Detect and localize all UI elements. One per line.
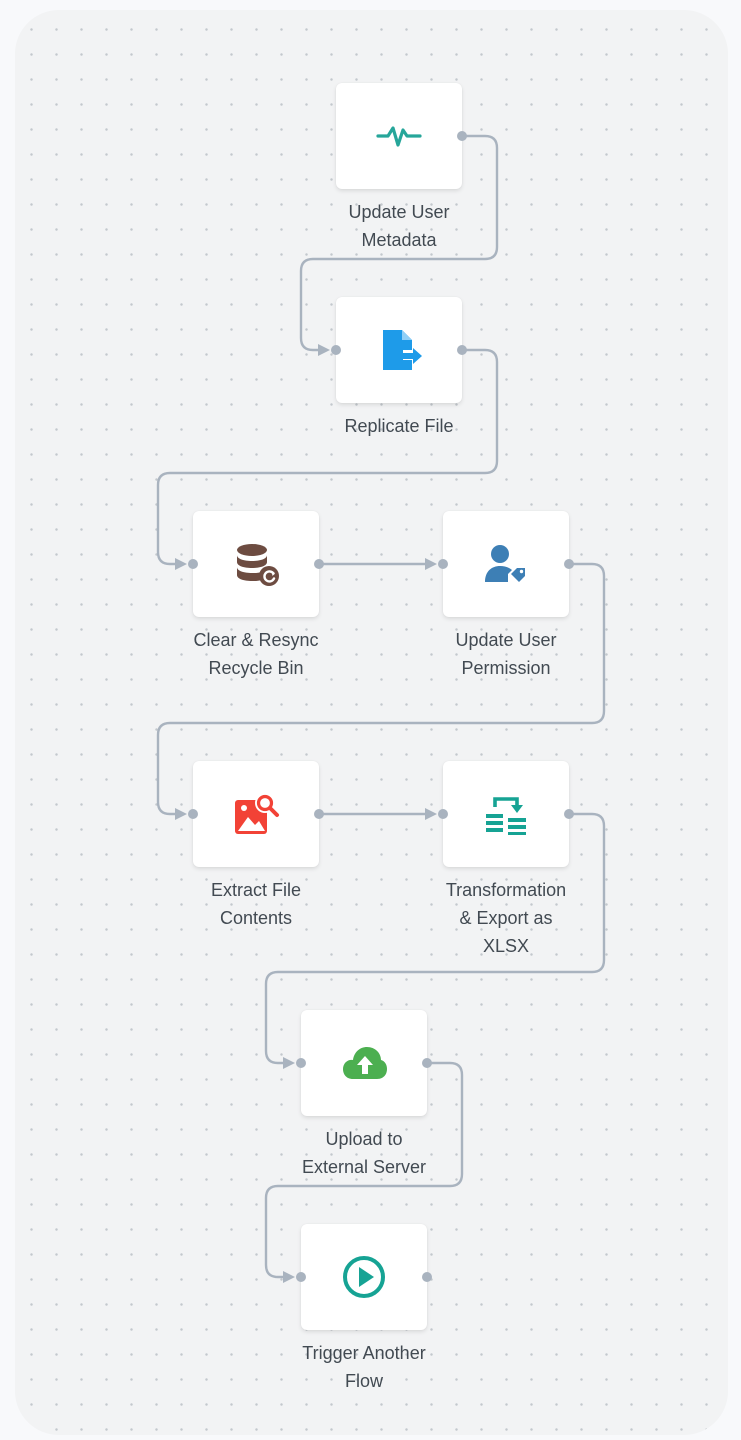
connector-replicate-file-to-clear-resync-recycle-bin[interactable] — [156, 348, 499, 566]
arrowhead-icon — [425, 558, 437, 570]
node-trigger-another-flow[interactable] — [296, 1224, 432, 1330]
arrowhead-icon — [175, 808, 187, 820]
node-replicate-file[interactable] — [331, 297, 467, 403]
database-sync-icon — [237, 544, 279, 586]
input-port[interactable] — [296, 1272, 306, 1282]
output-port[interactable] — [422, 1058, 432, 1068]
input-port[interactable] — [188, 559, 198, 569]
arrowhead-icon — [175, 558, 187, 570]
input-port[interactable] — [188, 809, 198, 819]
node-upload-external-server[interactable] — [296, 1010, 432, 1116]
output-port[interactable] — [314, 809, 324, 819]
connector-update-user-permission-to-extract-file-contents[interactable] — [156, 562, 606, 816]
output-port[interactable] — [564, 809, 574, 819]
input-port[interactable] — [438, 809, 448, 819]
input-port[interactable] — [438, 559, 448, 569]
output-port[interactable] — [314, 559, 324, 569]
node-transformation-export-xlsx[interactable] — [438, 761, 574, 867]
user-tag-icon — [485, 545, 525, 582]
file-export-icon — [383, 330, 422, 370]
activity-pulse-icon — [376, 126, 422, 147]
input-port[interactable] — [296, 1058, 306, 1068]
output-port[interactable] — [457, 131, 467, 141]
arrowhead-icon — [425, 808, 437, 820]
table-transform-icon — [486, 797, 526, 835]
node-extract-file-contents[interactable] — [188, 761, 324, 867]
arrowhead-icon — [318, 344, 330, 356]
arrowhead-icon — [283, 1057, 295, 1069]
cloud-upload-icon — [343, 1047, 387, 1079]
arrowhead-icon — [283, 1271, 295, 1283]
output-port[interactable] — [457, 345, 467, 355]
input-port[interactable] — [331, 345, 341, 355]
node-clear-resync-recycle-bin[interactable] — [188, 511, 324, 617]
connector-transformation-export-xlsx-to-upload-external-server[interactable] — [264, 812, 606, 1065]
connector-layer — [156, 134, 606, 1283]
image-search-icon — [235, 793, 279, 834]
output-port[interactable] — [422, 1272, 432, 1282]
connector-update-user-metadata-to-replicate-file[interactable] — [299, 134, 499, 352]
node-update-user-metadata[interactable] — [336, 83, 467, 189]
connector-upload-external-server-to-trigger-another-flow[interactable] — [264, 1061, 464, 1279]
node-update-user-permission[interactable] — [438, 511, 574, 617]
output-port[interactable] — [564, 559, 574, 569]
node-label: Replicate File — [344, 416, 454, 436]
play-circle-icon — [343, 1256, 385, 1298]
